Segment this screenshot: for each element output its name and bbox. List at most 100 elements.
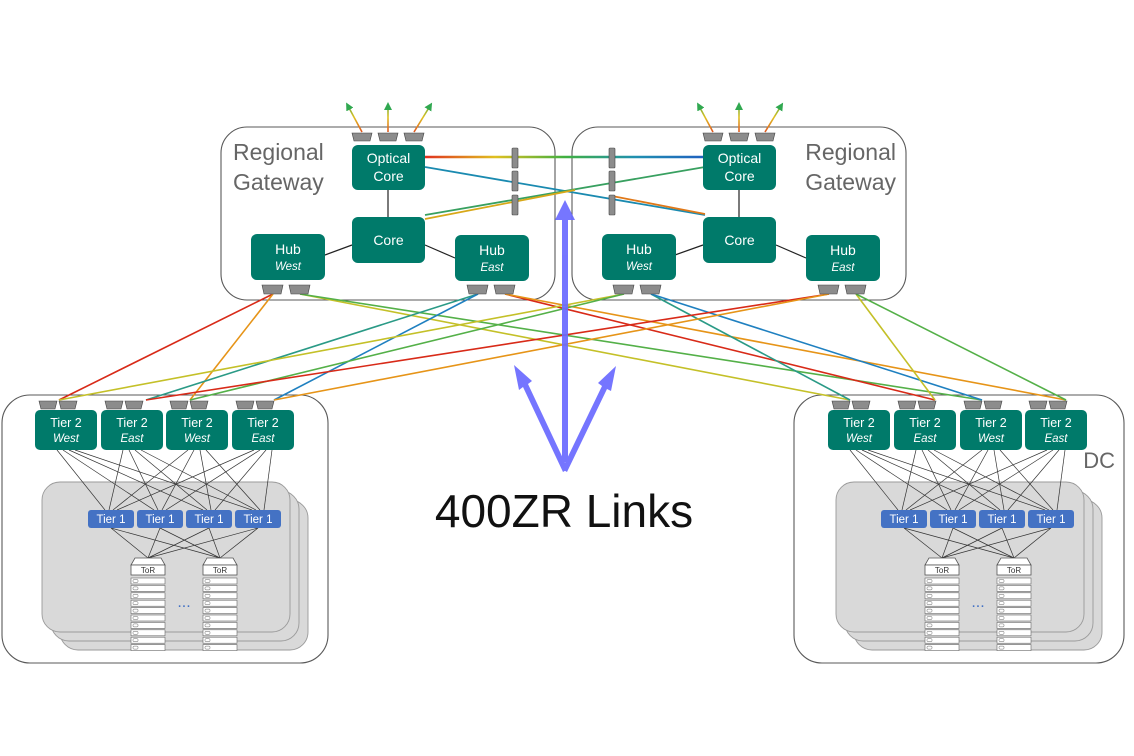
tier2-label: Tier 2 — [181, 416, 213, 430]
core-label: Core — [724, 232, 755, 248]
fiber-link — [145, 293, 479, 401]
tier-link — [941, 527, 1052, 559]
tier1-label: Tier 1 — [195, 514, 224, 526]
tier-link — [927, 449, 1001, 511]
hub-west-label: Hub — [626, 241, 652, 257]
tier1-switch[interactable]: Tier 1 — [235, 510, 281, 528]
tier2-sublabel: West — [53, 433, 80, 445]
tier1-label: Tier 1 — [939, 514, 968, 526]
tier-link — [958, 449, 1054, 511]
tor-rack[interactable]: ToR — [996, 557, 1032, 651]
tor-label: ToR — [213, 566, 227, 575]
hub-east-switch[interactable]: Hub East — [806, 235, 880, 281]
tier-link — [861, 449, 997, 511]
hub-west-switch[interactable]: Hub West — [602, 234, 676, 280]
datacenter-label: DC — [1083, 448, 1115, 473]
tier1-label: Tier 1 — [890, 514, 919, 526]
hub-east-sublabel: East — [831, 262, 855, 274]
pod-stack — [835, 481, 1085, 633]
fiber-link — [855, 293, 1067, 401]
port — [917, 400, 937, 410]
tier-link — [56, 449, 106, 511]
optical-core-switch[interactable]: Optical Core — [352, 145, 425, 190]
regional-gateway-left-title-line1: Regional — [233, 139, 324, 165]
tier1-switch[interactable]: Tier 1 — [186, 510, 232, 528]
port — [851, 400, 871, 410]
tier1-switch[interactable]: Tier 1 — [137, 510, 183, 528]
port — [817, 284, 840, 295]
tier2-label: Tier 2 — [1040, 416, 1072, 430]
tier-link — [110, 527, 221, 559]
port — [963, 400, 983, 410]
tier1-switch[interactable]: Tier 1 — [88, 510, 134, 528]
port — [831, 400, 851, 410]
optical-core-label-line2: Core — [724, 168, 755, 184]
tier-link — [62, 449, 155, 511]
gateway-internal-links — [324, 189, 807, 259]
tier1-switch[interactable]: Tier 1 — [930, 510, 976, 528]
port — [169, 400, 189, 410]
tier2-label: Tier 2 — [843, 416, 875, 430]
tier-link — [199, 449, 212, 511]
tier-link — [993, 449, 1005, 511]
tier-link — [112, 449, 189, 511]
tor-label: ToR — [141, 566, 155, 575]
port — [844, 284, 867, 295]
port — [189, 400, 209, 410]
tier2-switch[interactable]: Tier 2 West — [828, 410, 890, 450]
tier-link — [165, 449, 261, 511]
port — [493, 284, 516, 295]
tier2-label: Tier 2 — [247, 416, 279, 430]
tier-link — [1007, 449, 1060, 511]
port — [58, 400, 78, 410]
port — [754, 132, 776, 142]
tier-link — [116, 449, 255, 511]
port — [351, 132, 373, 142]
hub-east-switch[interactable]: Hub East — [455, 235, 529, 281]
port — [403, 132, 425, 142]
tier-link — [952, 527, 1015, 559]
port — [983, 400, 1003, 410]
optical-core-switch[interactable]: Optical Core — [703, 145, 776, 190]
hub-west-switch[interactable]: Hub West — [251, 234, 325, 280]
tor-rack[interactable]: ToR — [130, 557, 166, 651]
tier1-switch[interactable]: Tier 1 — [1028, 510, 1074, 528]
tor-rack[interactable]: ToR — [202, 557, 238, 651]
port — [124, 400, 144, 410]
tier-link — [161, 449, 195, 511]
fiber-link — [273, 293, 830, 401]
tier-link — [905, 449, 983, 511]
core-label: Core — [373, 232, 404, 248]
regional-gateway-right: Optical Core Core Hub West Hub East — [602, 145, 880, 281]
core-switch[interactable]: Core — [352, 217, 425, 263]
tier2-sublabel: West — [846, 433, 873, 445]
tier-link — [205, 449, 261, 511]
port — [1028, 400, 1048, 410]
tier1-switch[interactable]: Tier 1 — [979, 510, 1025, 528]
tier-link — [74, 449, 253, 511]
hub-west-sublabel: West — [626, 261, 653, 273]
tier2-label: Tier 2 — [975, 416, 1007, 430]
tier-link — [909, 449, 1048, 511]
tor-rack[interactable]: ToR — [924, 557, 960, 651]
core-switch[interactable]: Core — [703, 217, 776, 263]
port — [608, 147, 616, 169]
hub-west-label: Hub — [275, 241, 301, 257]
ports — [261, 132, 867, 295]
fiber-link — [855, 293, 936, 401]
tier-link — [147, 527, 161, 559]
tier-link — [208, 527, 221, 559]
tier2-sublabel: East — [120, 433, 144, 445]
tier1-switch[interactable]: Tier 1 — [881, 510, 927, 528]
fiber-link — [650, 293, 851, 401]
port — [38, 400, 58, 410]
